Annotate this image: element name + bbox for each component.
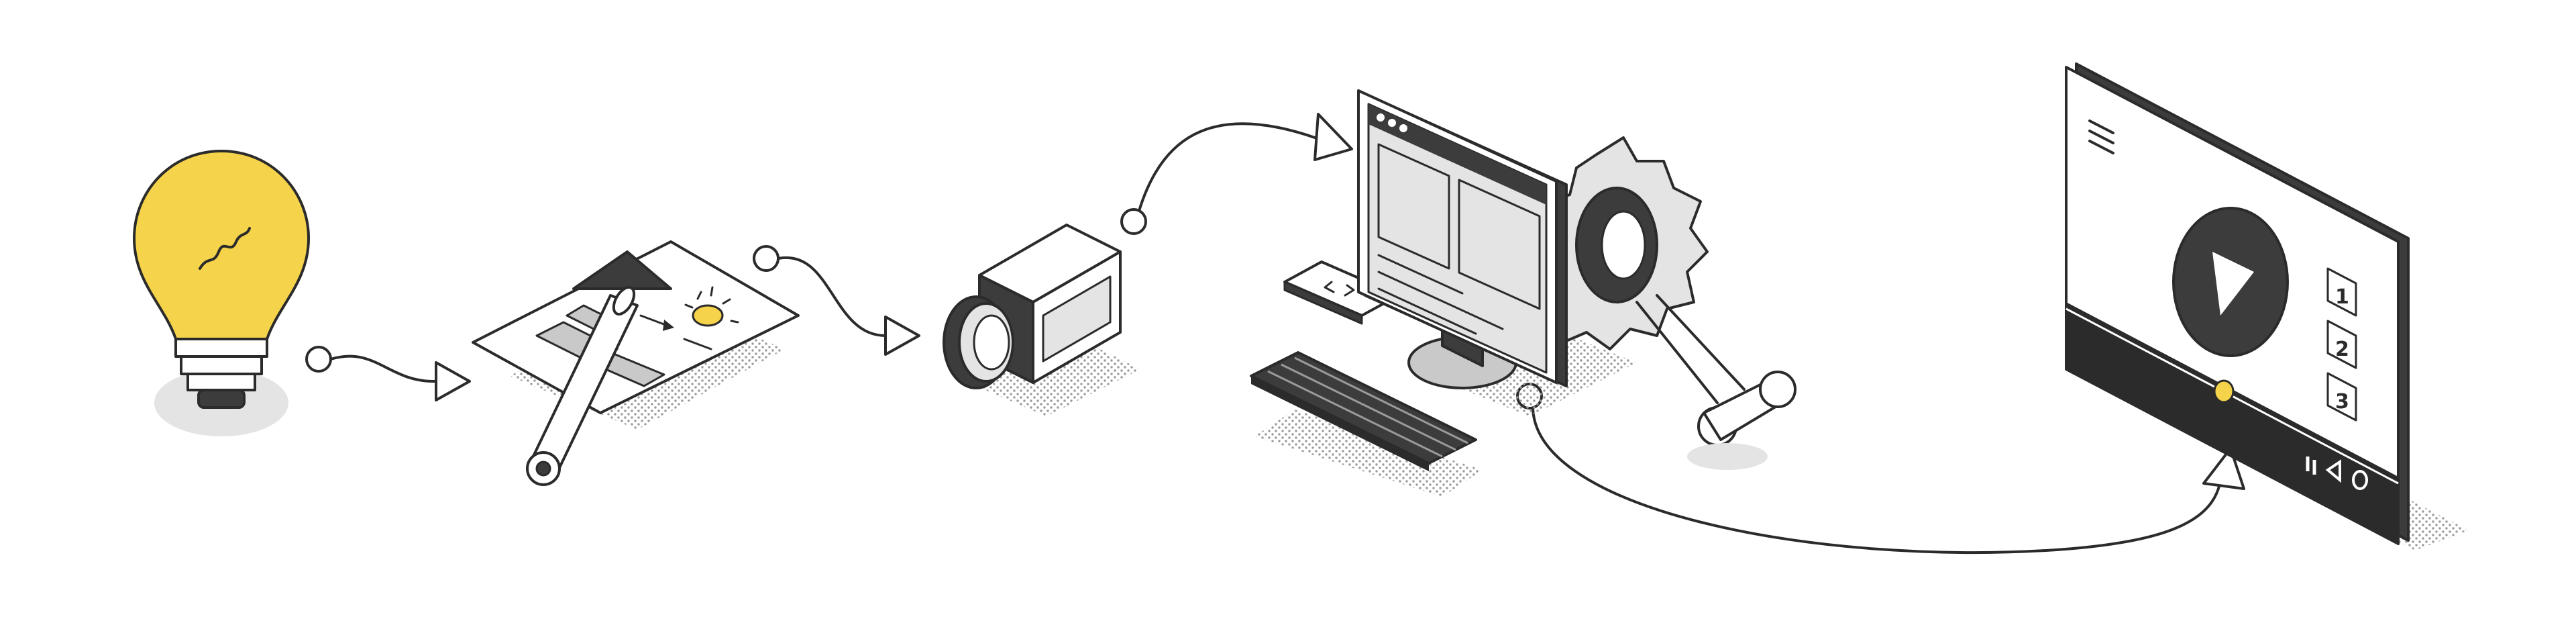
gear-icon	[1532, 136, 1709, 350]
storyboard-sketch-icon	[472, 240, 800, 486]
progress-knob[interactable]	[2213, 379, 2235, 403]
side-button-2-label: 2	[2335, 338, 2349, 361]
computer-editing-icon	[1250, 89, 1796, 497]
connector-computer-to-player	[1516, 383, 2245, 555]
side-button-1-label: 1	[2335, 285, 2349, 309]
video-player-icon: 1 2 3	[2065, 62, 2469, 550]
keyboard-icon	[1250, 351, 1477, 471]
play-button[interactable]	[2172, 207, 2289, 357]
lightbulb-icon	[133, 150, 310, 436]
side-button-2[interactable]: 2	[2326, 320, 2357, 369]
connector-storyboard-to-camera	[753, 245, 920, 356]
settings-icon[interactable]	[2352, 470, 2368, 490]
monitor-icon	[1357, 89, 1568, 387]
play-icon	[2212, 252, 2254, 316]
pause-icon[interactable]	[2306, 457, 2316, 475]
connector-bulb-to-storyboard	[305, 346, 471, 401]
video-camera-icon	[943, 224, 1140, 416]
connector-camera-to-computer	[1120, 113, 1353, 235]
volume-icon[interactable]	[2325, 459, 2341, 483]
side-button-3-label: 3	[2335, 390, 2349, 414]
side-button-3[interactable]: 3	[2326, 372, 2357, 422]
menu-icon[interactable]	[2088, 119, 2114, 154]
tablet-icon	[1283, 260, 1400, 325]
side-button-1[interactable]: 1	[2326, 267, 2357, 317]
